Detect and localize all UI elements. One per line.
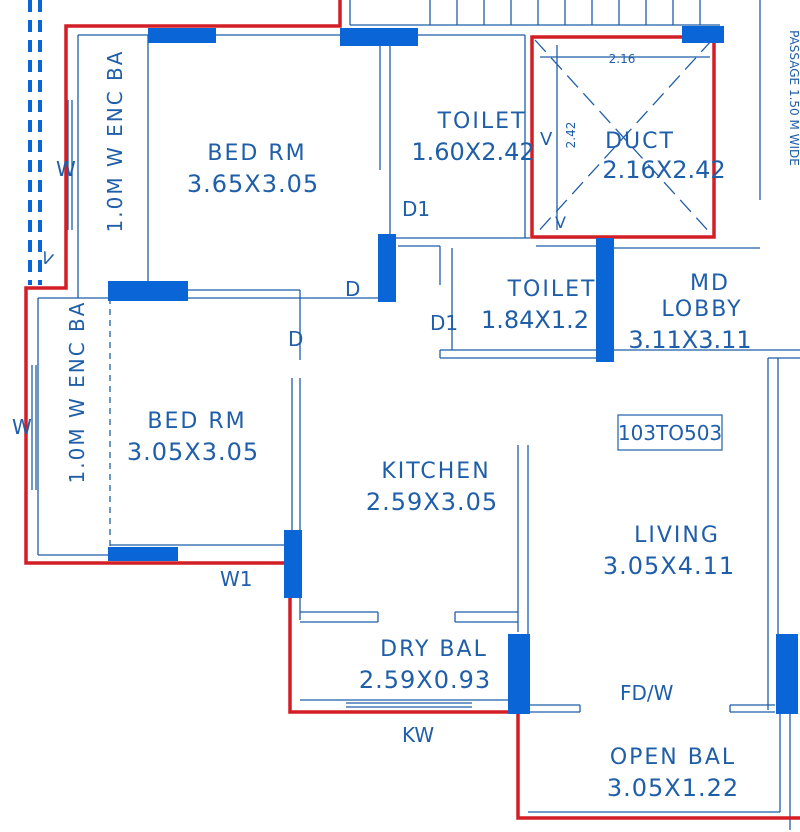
enc-bal-top-label: 1.0M W ENC BA [103,50,127,233]
label-w-left: W [12,415,32,439]
duct-size: 2.16X2.42 [602,156,725,184]
dashed-boundary [28,0,42,285]
toilet2-size: 1.84X1.2 [481,306,589,334]
unit-tag-box [617,414,723,451]
passage-label: PASSAGE 1.50 M WIDE [787,30,800,166]
label-w1: W1 [220,567,253,591]
bed1-size: 3.65X3.05 [187,170,319,198]
duct-height-dim: 2.42 [564,122,578,149]
dry-bal-name: DRY BAL [380,637,488,662]
label-v2: V [555,213,566,232]
label-d1-toilet2: D1 [430,311,458,335]
label-kw: KW [402,723,434,747]
enc-bal-bottom-label: 1.0M W ENC BA [65,301,89,484]
walls [31,0,800,830]
unit-tag: 103TO503 [618,421,722,445]
label-fd-w: FD/W [620,681,674,705]
duct-name: DUCT [605,129,675,154]
open-bal-name: OPEN BAL [610,745,736,770]
label-d1-toilet: D1 [402,197,430,221]
lobby-size: 3.11X3.11 [628,326,751,354]
columns [108,26,798,714]
toilet1-name: TOILET [437,109,527,134]
red-boundary [24,0,800,820]
lobby-line2: LOBBY [661,297,742,322]
label-v1: V [540,129,553,150]
duct-cross [534,39,713,236]
toilet1-size: 1.60X2.42 [411,138,534,166]
label-d-bed1: D [345,277,360,301]
duct-width-dim: 2.16 [609,52,636,66]
open-bal-size: 3.05X1.22 [607,774,739,802]
bed2-size: 3.05X3.05 [127,438,259,466]
dry-bal-size: 2.59X0.93 [359,666,491,694]
toilet2-name: TOILET [507,277,597,302]
living-size: 3.05X4.11 [603,552,735,580]
label-w-top: W [56,157,76,181]
kitchen-name: KITCHEN [381,459,490,484]
label-d-bed2: D [288,327,303,351]
kitchen-size: 2.59X3.05 [366,488,498,516]
bed1-name: BED RM [207,141,306,166]
bed2-name: BED RM [147,409,246,434]
living-name: LIVING [634,523,720,548]
lobby-line1: MD [690,271,730,296]
